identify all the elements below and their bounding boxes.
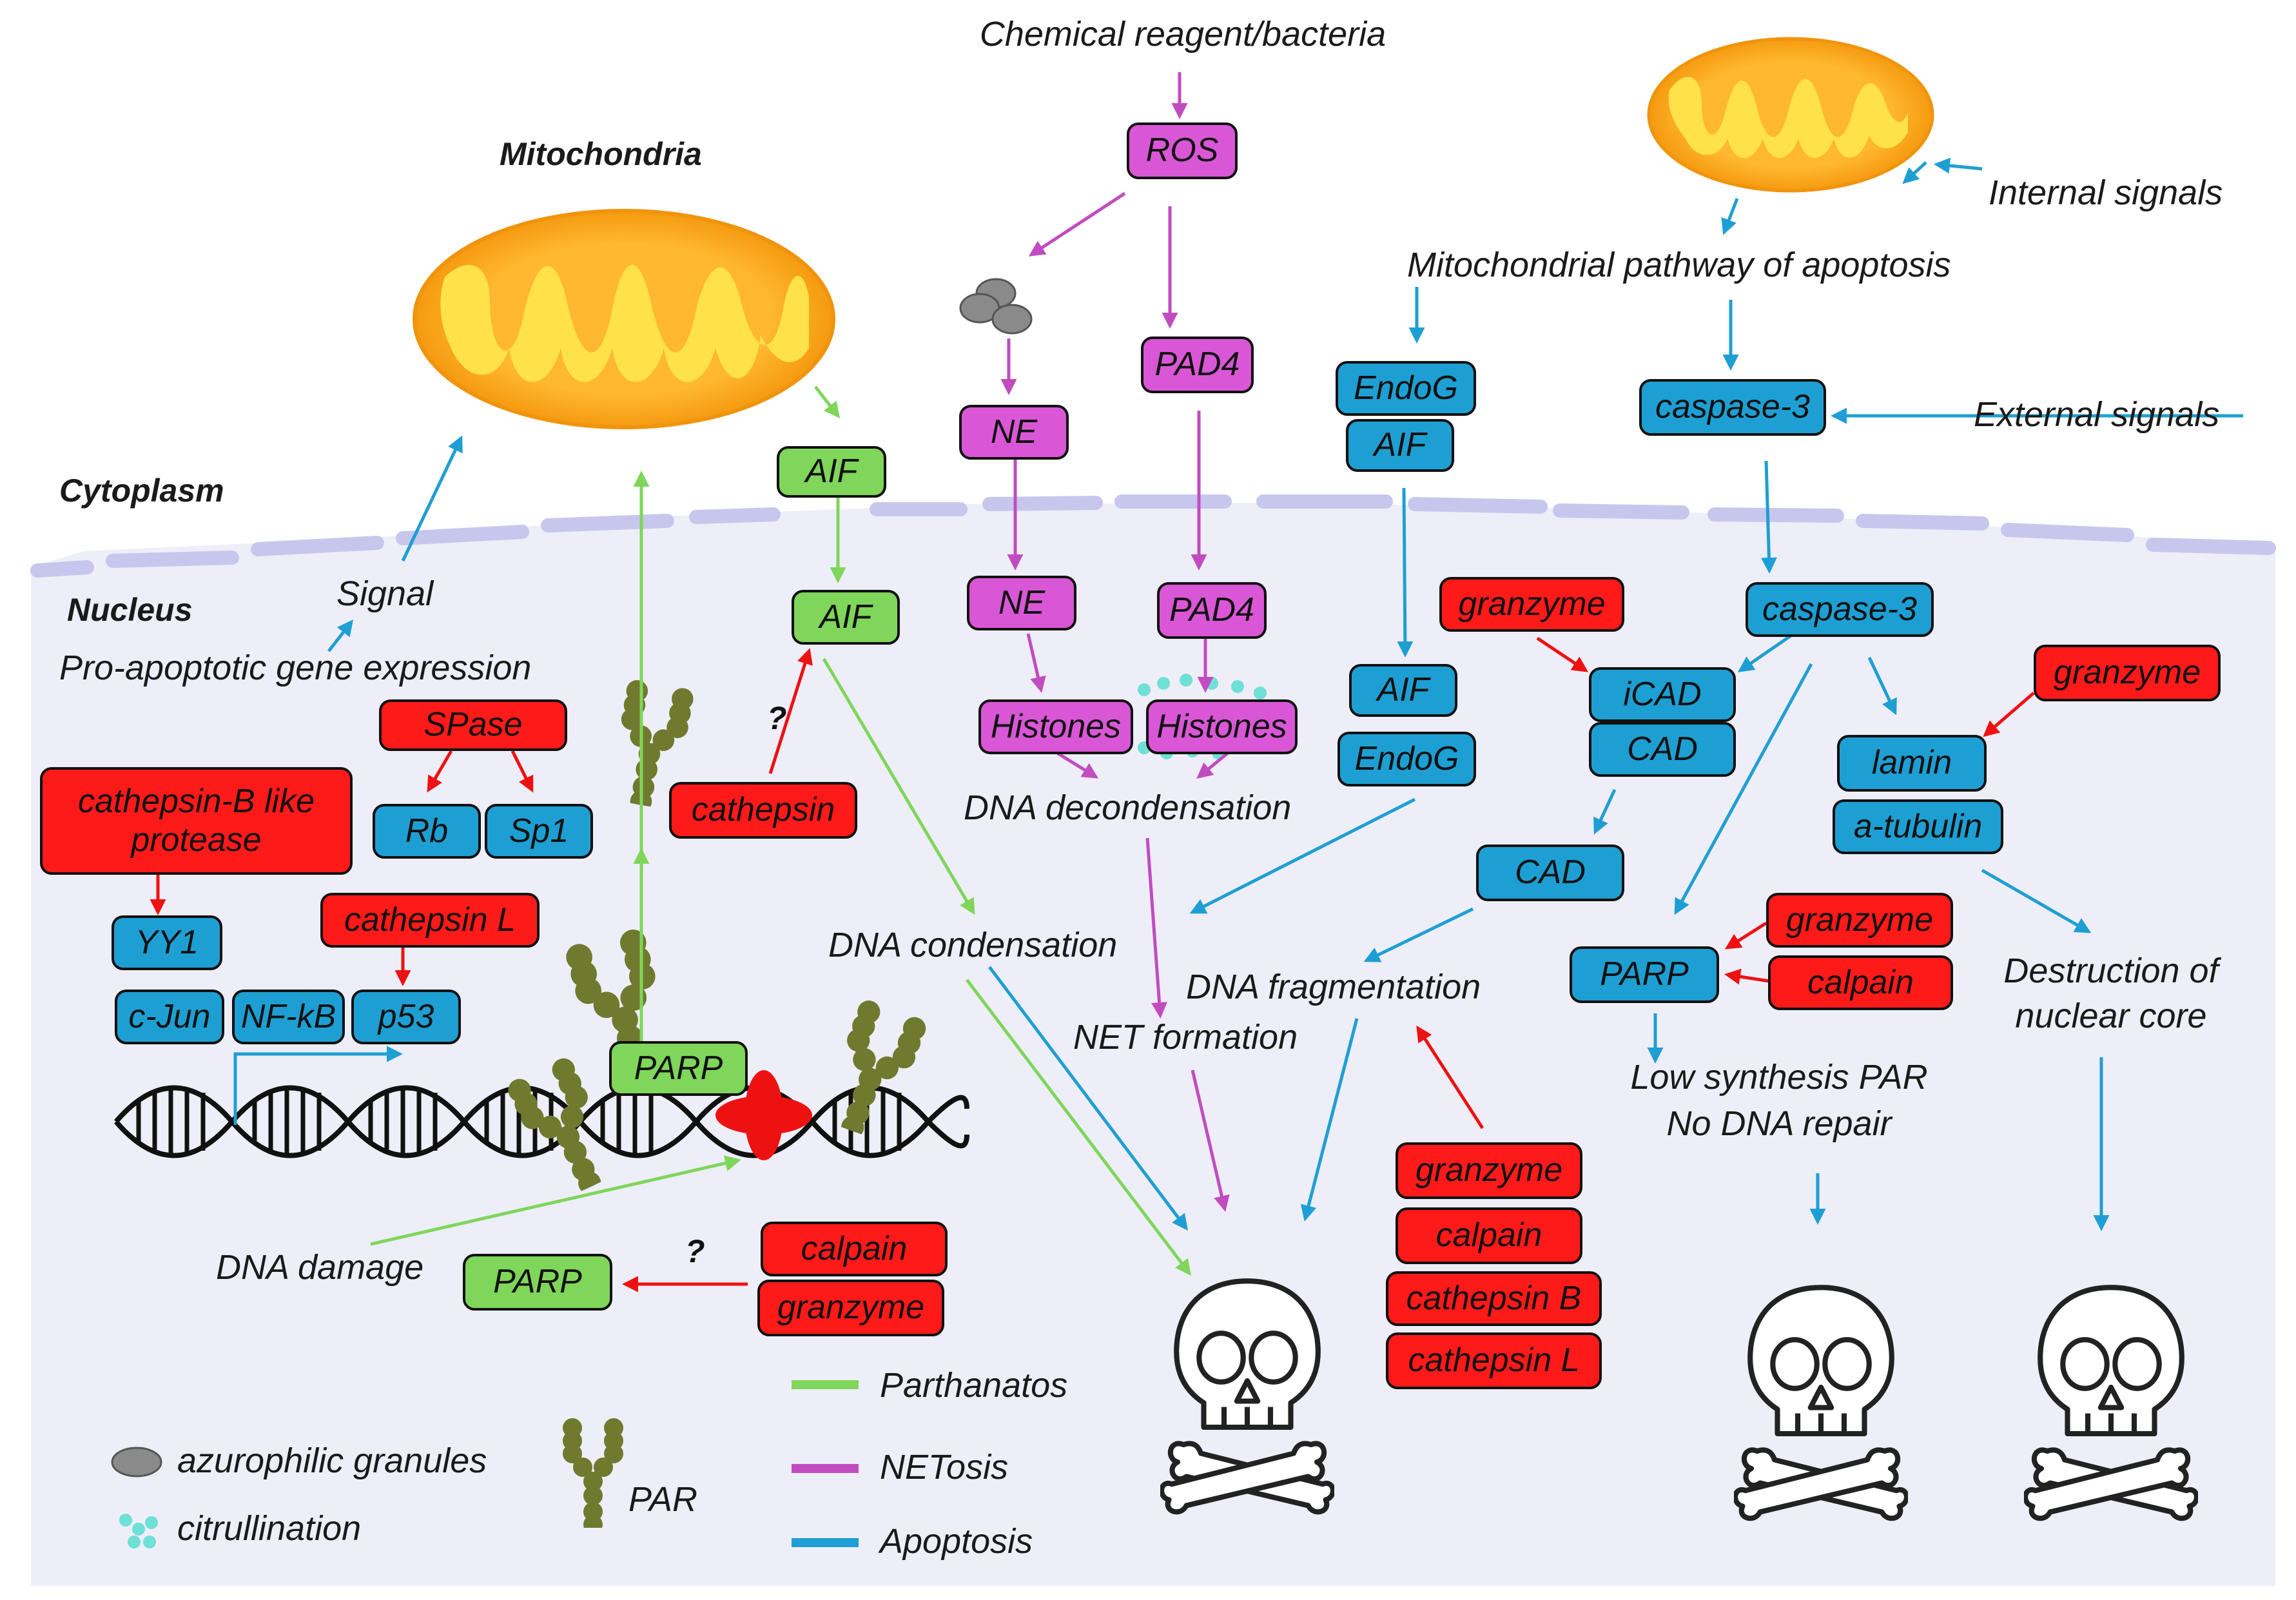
aif-apoptosis-cyto-box: AIF bbox=[1346, 419, 1454, 472]
ne-nucleus-box: NE bbox=[967, 576, 1076, 630]
dna-break-marker bbox=[715, 1070, 812, 1160]
cathepsin-box: cathepsin bbox=[669, 782, 857, 839]
apoptosis-arrows bbox=[233, 157, 2243, 1231]
ne-cytoplasm-box: NE bbox=[959, 405, 1069, 460]
tubulin-box: a-tubulin bbox=[1833, 799, 2003, 854]
nuclear-membrane bbox=[30, 494, 2276, 578]
mitochondrion-left bbox=[413, 209, 835, 429]
netosis-arrows bbox=[1000, 72, 1230, 1212]
caspase3-nucleus-box: caspase-3 bbox=[1746, 582, 1934, 637]
internal-signals-label: Internal signals bbox=[1989, 173, 2223, 212]
cathepsin-b-stack-box: cathepsin B bbox=[1386, 1271, 1602, 1326]
low-synthesis-label: Low synthesis PAR bbox=[1630, 1058, 1928, 1097]
granzyme-parp-box: granzyme bbox=[1766, 893, 1953, 948]
legend-netosis-label: NETosis bbox=[880, 1448, 1009, 1487]
mitochondrion-right bbox=[1647, 37, 1934, 193]
destruction-label-2: nuclear core bbox=[2015, 997, 2207, 1035]
aif-cytoplasm-box: AIF bbox=[777, 446, 886, 498]
granzyme-box: granzyme bbox=[757, 1280, 944, 1336]
no-dna-repair-label: No DNA repair bbox=[1666, 1104, 1892, 1143]
net-formation-label: NET formation bbox=[1073, 1018, 1298, 1057]
parp-on-dna-box: PARP bbox=[609, 1041, 748, 1096]
calpain-parp-box: calpain bbox=[1768, 955, 1953, 1010]
lamin-box: lamin bbox=[1837, 735, 1987, 792]
endog-nucleus-box: EndoG bbox=[1338, 732, 1476, 786]
legend-parthanatos-label: Parthanatos bbox=[880, 1366, 1068, 1405]
yy1-box: YY1 bbox=[112, 915, 222, 970]
legend-granules-label: azurophilic granules bbox=[177, 1441, 487, 1480]
chemical-reagent-label: Chemical reagent/bacteria bbox=[979, 15, 1386, 54]
calpain-box: calpain bbox=[761, 1222, 948, 1276]
granzyme-lamin-box: granzyme bbox=[2034, 645, 2221, 701]
protease-arrows bbox=[150, 636, 2035, 1293]
parp-apoptosis-box: PARP bbox=[1570, 946, 1719, 1003]
nucleus-label: Nucleus bbox=[67, 592, 193, 628]
dna-decondensation-label: DNA decondensation bbox=[964, 788, 1292, 827]
signal-label: Signal bbox=[336, 574, 434, 613]
aif-apoptosis-nucleus-box: AIF bbox=[1349, 664, 1457, 717]
granzyme-stack-box: granzyme bbox=[1396, 1142, 1582, 1199]
cathepsin-l-stack-box: cathepsin L bbox=[1386, 1332, 1602, 1389]
external-signals-label: External signals bbox=[1974, 395, 2220, 434]
endog-cytoplasm-box: EndoG bbox=[1336, 361, 1476, 416]
ros-box: ROS bbox=[1127, 122, 1238, 179]
question-mark-cathepsin: ? bbox=[767, 700, 787, 736]
granzyme-icad-box: granzyme bbox=[1439, 577, 1624, 632]
legend-citrullination-icon bbox=[119, 1514, 158, 1548]
cathepsin-l-box: cathepsin L bbox=[320, 893, 540, 948]
destruction-label-1: Destruction of bbox=[2003, 951, 2219, 990]
spase-box: SPase bbox=[379, 699, 567, 751]
legend-citrullination-label: citrullination bbox=[177, 1509, 362, 1548]
cjun-box: c-Jun bbox=[115, 990, 224, 1044]
rb-box: Rb bbox=[373, 804, 481, 859]
histones-box-1: Histones bbox=[978, 699, 1133, 754]
nfkb-box: NF-kB bbox=[232, 990, 345, 1044]
icad-box: iCAD bbox=[1589, 667, 1736, 722]
cytoplasm-label: Cytoplasm bbox=[59, 473, 224, 509]
caspase3-cytoplasm-box: caspase-3 bbox=[1639, 379, 1826, 436]
parthanatos-arrows bbox=[370, 385, 1192, 1276]
legend-apoptosis-label: Apoptosis bbox=[880, 1522, 1033, 1561]
granules-cluster bbox=[959, 278, 1033, 335]
parp-bottom-box: PARP bbox=[463, 1254, 612, 1311]
mito-pathway-label: Mitochondrial pathway of apoptosis bbox=[1407, 246, 1951, 284]
pad4-cytoplasm-box: PAD4 bbox=[1141, 337, 1254, 393]
gene-expression-label: Pro-apoptotic gene expression bbox=[59, 649, 532, 687]
p53-box: p53 bbox=[351, 990, 461, 1044]
dna-fragmentation-label: DNA fragmentation bbox=[1186, 968, 1481, 1006]
sp1-box: Sp1 bbox=[485, 804, 593, 859]
calpain-stack-box: calpain bbox=[1396, 1207, 1582, 1264]
question-mark-parp: ? bbox=[685, 1233, 705, 1269]
pad4-nucleus-box: PAD4 bbox=[1157, 582, 1267, 639]
cathepsin-b-like-box: cathepsin-B like protease bbox=[40, 767, 353, 875]
mitochondria-label: Mitochondria bbox=[500, 136, 702, 172]
cad-complex-box: CAD bbox=[1589, 722, 1736, 777]
cad-free-box: CAD bbox=[1476, 844, 1624, 901]
legend-granule-icon bbox=[111, 1447, 162, 1478]
legend-par-label: PAR bbox=[628, 1480, 698, 1519]
dna-damage-label: DNA damage bbox=[216, 1248, 424, 1287]
dna-rungs bbox=[136, 1089, 902, 1154]
dna-condensation-label: DNA condensation bbox=[828, 926, 1118, 964]
aif-nucleus-box: AIF bbox=[792, 590, 900, 645]
histones-box-2: Histones bbox=[1146, 699, 1298, 754]
